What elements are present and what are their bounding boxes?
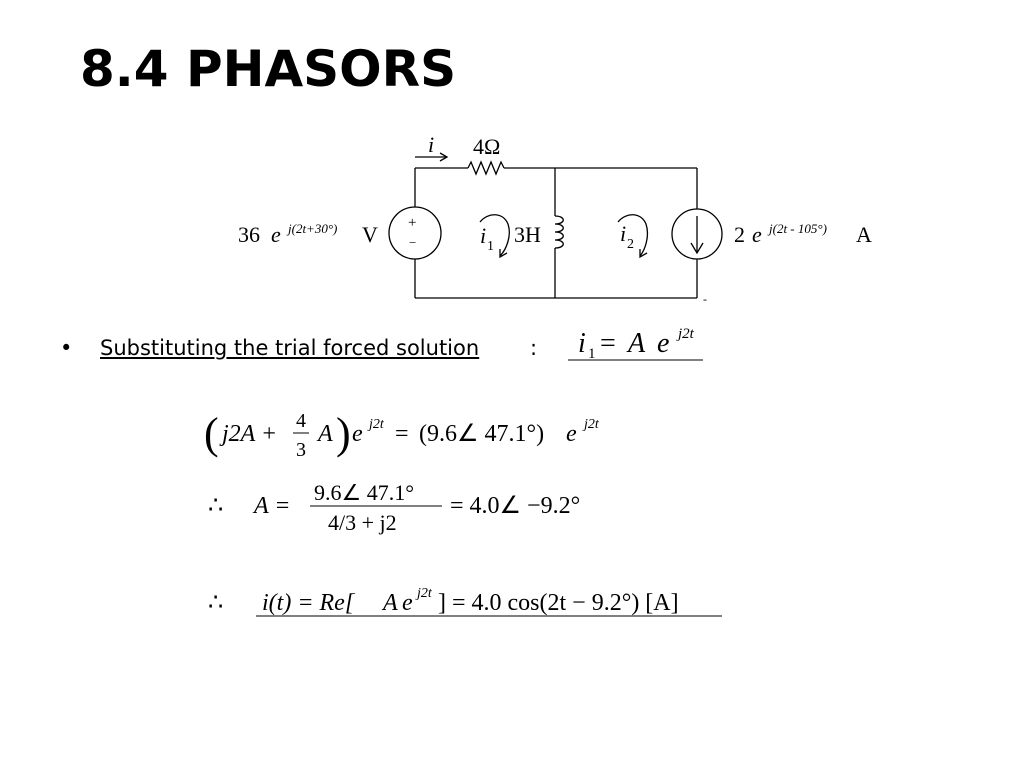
source-unit: V xyxy=(362,222,378,247)
eq2-lhs: A = xyxy=(252,493,290,519)
equation-2: ∴ A = 9.6∠ 47.1° 4/3 + j2 = 4.0∠ −9.2° xyxy=(208,480,580,535)
trial-A: A xyxy=(626,328,646,359)
current-source xyxy=(671,208,723,260)
loop2-arrow-head xyxy=(639,249,648,259)
bullet-dot: • xyxy=(60,336,73,360)
cs-unit: A xyxy=(856,222,872,247)
eq3-rhs: ] = 4.0 cos(2t − 9.2°) [A] xyxy=(438,590,679,616)
source-e: e xyxy=(271,222,281,247)
eq1-phasor: (9.6∠ 47.1°) xyxy=(419,421,544,447)
eq1-exp2: j2t xyxy=(582,417,600,432)
eq1-lparen: ( xyxy=(204,409,219,458)
eq2-rhs: = 4.0∠ −9.2° xyxy=(450,493,580,519)
bullet-colon: : xyxy=(530,336,538,360)
eq2-den: 4/3 + j2 xyxy=(328,510,397,535)
bullet-text: Substituting the trial forced solution xyxy=(100,336,480,360)
eq3-therefore: ∴ xyxy=(208,590,223,616)
current-source-arrow-head xyxy=(690,242,704,255)
eq3-e: e xyxy=(402,590,413,616)
trial-solution: i 1 = A e j2t xyxy=(568,326,703,362)
equation-1: ( j2A + 4 3 A ) e j2t = (9.6∠ 47.1°) e j… xyxy=(204,409,600,461)
current-label: i xyxy=(428,132,434,157)
voltage-source-plus: + xyxy=(408,215,416,231)
circuit-diagram: i 4Ω + − 36 e j(2t+30°) V i 1 3H i 2 2 e… xyxy=(238,132,872,306)
current-arrow-head xyxy=(439,152,449,162)
trial-e: e xyxy=(657,328,669,359)
voltage-source-minus: − xyxy=(409,235,416,250)
loop2-arrow xyxy=(617,214,649,257)
eq2-therefore: ∴ xyxy=(208,493,223,519)
resistor-label: 4Ω xyxy=(473,134,500,159)
equation-3: ∴ i(t) = Re[ A e j2t ] = 4.0 cos(2t − 9.… xyxy=(208,586,722,617)
trial-exp: j2t xyxy=(676,326,695,342)
resistor xyxy=(467,160,505,176)
trial-sub: 1 xyxy=(588,346,596,362)
inductor-label: 3H xyxy=(514,222,541,247)
eq1-A: A xyxy=(316,421,333,447)
eq1-exp: j2t xyxy=(367,417,385,432)
cs-coef: 2 xyxy=(734,222,745,247)
eq1-den: 3 xyxy=(296,439,306,461)
loop1-i: i xyxy=(480,223,486,248)
bullet-item: • Substituting the trial forced solution… xyxy=(60,334,760,374)
eq3-A: A xyxy=(381,590,398,616)
loop1-arrow-head xyxy=(499,249,508,259)
eq1-j2A: j2A + xyxy=(219,421,277,447)
trial-i: i xyxy=(578,328,586,359)
eq1-e2: e xyxy=(566,421,577,447)
source-coef: 36 xyxy=(238,222,260,247)
loop1-sub: 1 xyxy=(487,239,494,254)
inductor xyxy=(554,215,564,249)
cs-exponent: j(2t - 105°) xyxy=(767,221,827,236)
eq1-rparen: ) xyxy=(336,409,351,458)
page-title: 8.4 PHASORS xyxy=(80,40,457,98)
corner-dash: - xyxy=(703,292,707,306)
loop2-sub: 2 xyxy=(627,237,634,252)
eq3-lhs: i(t) = Re[ xyxy=(262,590,356,616)
eq2-num: 9.6∠ 47.1° xyxy=(314,480,414,505)
loop1-arrow xyxy=(479,214,510,257)
eq1-equals: = xyxy=(395,421,409,447)
trial-eq: = xyxy=(600,328,616,359)
voltage-source xyxy=(388,206,442,260)
eq3-exp: j2t xyxy=(415,586,433,601)
eq1-num: 4 xyxy=(296,410,306,432)
loop2-i: i xyxy=(620,221,626,246)
source-exponent: j(2t+30°) xyxy=(286,221,337,236)
eq1-e: e xyxy=(352,421,363,447)
cs-e: e xyxy=(752,222,762,247)
